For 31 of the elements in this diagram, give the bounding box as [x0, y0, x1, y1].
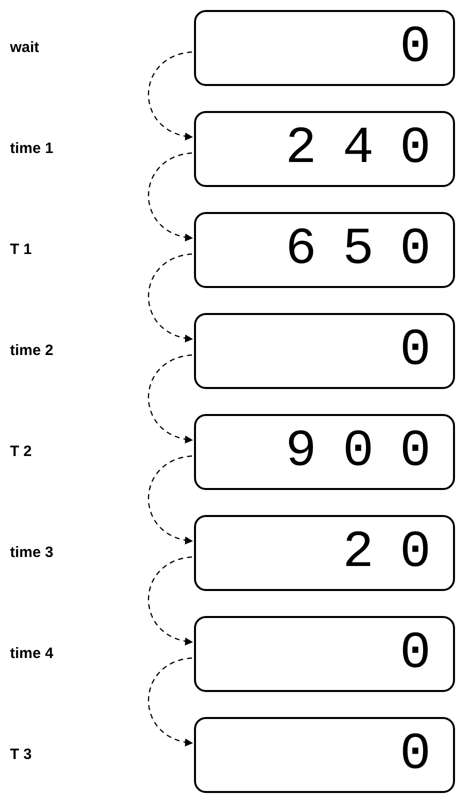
display-value: 900	[285, 426, 457, 478]
display-value: 0	[400, 628, 457, 680]
display-panel	[194, 111, 455, 187]
row-label: time 4	[10, 646, 54, 661]
row-label: T 1	[10, 242, 32, 257]
row-label: T 2	[10, 444, 32, 459]
display-value: 0	[400, 729, 457, 781]
display-panel	[194, 717, 455, 793]
dashed-arrow	[148, 556, 193, 645]
display-value: 0	[400, 22, 457, 74]
row-label: wait	[10, 40, 40, 55]
display-panel	[194, 414, 455, 490]
display-value: 650	[285, 224, 457, 276]
display-panel	[194, 212, 455, 288]
dashed-arrow	[148, 657, 193, 746]
row-label: time 2	[10, 343, 54, 358]
dashed-arrow	[148, 455, 193, 544]
display-panel	[194, 616, 455, 692]
display-value: 0	[400, 325, 457, 377]
display-panel	[194, 313, 455, 389]
row-label: time 3	[10, 545, 54, 560]
display-value: 240	[285, 123, 457, 175]
dashed-arrow	[148, 253, 193, 342]
dashed-arrow	[148, 354, 193, 443]
dashed-arrow	[148, 51, 193, 140]
dashed-arrow	[148, 152, 193, 241]
row-label: T 3	[10, 747, 32, 762]
display-panel	[194, 515, 455, 591]
display-value: 20	[342, 527, 457, 579]
row-label: time 1	[10, 141, 54, 156]
display-panel	[194, 10, 455, 86]
